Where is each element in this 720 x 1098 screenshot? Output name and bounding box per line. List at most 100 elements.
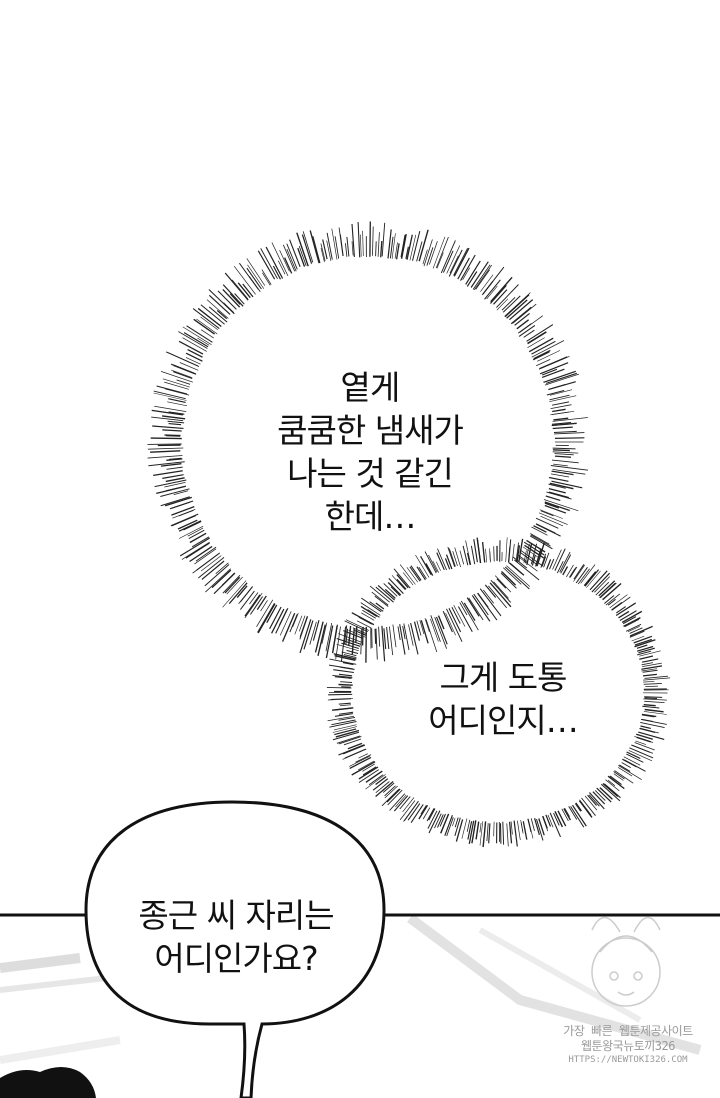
- burst-ray: [284, 257, 293, 274]
- burst-ray: [326, 232, 333, 260]
- burst-ray: [390, 586, 401, 597]
- burst-ray: [367, 609, 380, 618]
- burst-ray: [636, 736, 651, 743]
- burst-ray: [437, 814, 444, 828]
- burst-ray: [599, 787, 613, 800]
- burst-ray: [426, 808, 435, 822]
- burst-ray: [351, 223, 355, 257]
- burst-ray: [409, 234, 417, 261]
- burst-ray: [338, 683, 353, 686]
- burst-ray: [504, 294, 530, 318]
- burst-ray: [189, 545, 213, 563]
- burst-ray: [623, 616, 641, 628]
- burst-ray: [644, 696, 663, 698]
- burst-ray: [317, 624, 326, 656]
- burst-ray: [162, 474, 184, 480]
- burst-ray: [607, 779, 616, 786]
- burst-ray: [160, 371, 194, 383]
- burst-ray: [515, 542, 520, 562]
- burst-ray: [387, 789, 403, 806]
- burst-ray: [437, 548, 447, 571]
- burst-ray: [462, 545, 469, 566]
- burst-ray: [473, 593, 489, 616]
- burst-ray: [428, 808, 436, 821]
- burst-ray: [457, 606, 473, 632]
- burst-ray: [639, 727, 659, 734]
- burst-ray: [551, 480, 583, 489]
- burst-ray: [506, 823, 509, 847]
- burst-ray: [440, 240, 456, 274]
- burst-ray: [226, 576, 243, 595]
- burst-ray: [332, 707, 354, 711]
- burst-ray: [416, 241, 423, 262]
- burst-ray: [397, 626, 401, 640]
- speech-bubble-shape: [84, 800, 386, 1098]
- burst-ray: [552, 401, 570, 406]
- burst-ray: [484, 279, 501, 300]
- burst-ray: [346, 236, 350, 257]
- burst-ray: [553, 812, 560, 826]
- burst-ray: [334, 713, 353, 717]
- burst-ray: [383, 583, 398, 597]
- burst-ray: [422, 249, 428, 265]
- burst-ray: [536, 818, 544, 841]
- burst-ray: [361, 612, 375, 621]
- burst-ray: [325, 625, 334, 659]
- burst-ray: [178, 525, 204, 539]
- burst-ray: [527, 818, 532, 833]
- burst-ray: [178, 509, 194, 517]
- burst-ray: [552, 426, 573, 430]
- burst-ray: [312, 236, 321, 264]
- burst-ray: [580, 564, 596, 584]
- burst-ray: [485, 548, 488, 563]
- burst-ray: [349, 755, 370, 767]
- burst-ray: [338, 736, 362, 745]
- burst-ray: [479, 822, 482, 833]
- burst-ray: [188, 529, 205, 540]
- burst-ray: [148, 461, 185, 467]
- burst-ray: [639, 655, 654, 660]
- burst-ray: [575, 566, 588, 584]
- burst-ray: [453, 604, 466, 627]
- burst-ray: [510, 306, 532, 325]
- burst-ray: [539, 356, 568, 370]
- burst-ray: [422, 807, 431, 820]
- burst-ray: [312, 620, 320, 641]
- burst-ray: [338, 716, 356, 721]
- burst-ray: [343, 654, 357, 659]
- thought-bubble-1-rays: [147, 221, 589, 663]
- burst-ray: [164, 434, 181, 437]
- burst-ray: [527, 337, 545, 348]
- burst-ray: [444, 814, 453, 836]
- burst-ray: [607, 598, 616, 606]
- burst-ray: [416, 620, 422, 636]
- burst-ray: [611, 601, 623, 611]
- burst-ray: [153, 470, 183, 477]
- burst-ray: [530, 533, 550, 545]
- burst-ray: [641, 662, 654, 666]
- burst-ray: [354, 629, 367, 636]
- burst-ray: [460, 254, 476, 281]
- burst-ray: [171, 369, 193, 379]
- burst-ray: [538, 818, 545, 836]
- burst-ray: [548, 381, 576, 391]
- burst-ray: [542, 816, 549, 832]
- burst-ray: [598, 580, 616, 597]
- burst-ray: [466, 552, 471, 565]
- burst-ray: [547, 814, 554, 828]
- burst-ray: [228, 582, 248, 605]
- burst-ray: [182, 337, 207, 352]
- burst-ray: [638, 647, 655, 654]
- burst-ray: [427, 810, 438, 829]
- burst-ray: [338, 711, 354, 715]
- burst-ray: [641, 668, 657, 672]
- burst-ray: [154, 405, 187, 412]
- burst-ray: [599, 582, 617, 599]
- burst-ray: [152, 425, 184, 429]
- burst-ray: [415, 554, 430, 578]
- burst-ray: [549, 558, 555, 570]
- burst-ray: [160, 496, 190, 507]
- burst-ray: [549, 395, 577, 403]
- burst-ray: [392, 624, 397, 648]
